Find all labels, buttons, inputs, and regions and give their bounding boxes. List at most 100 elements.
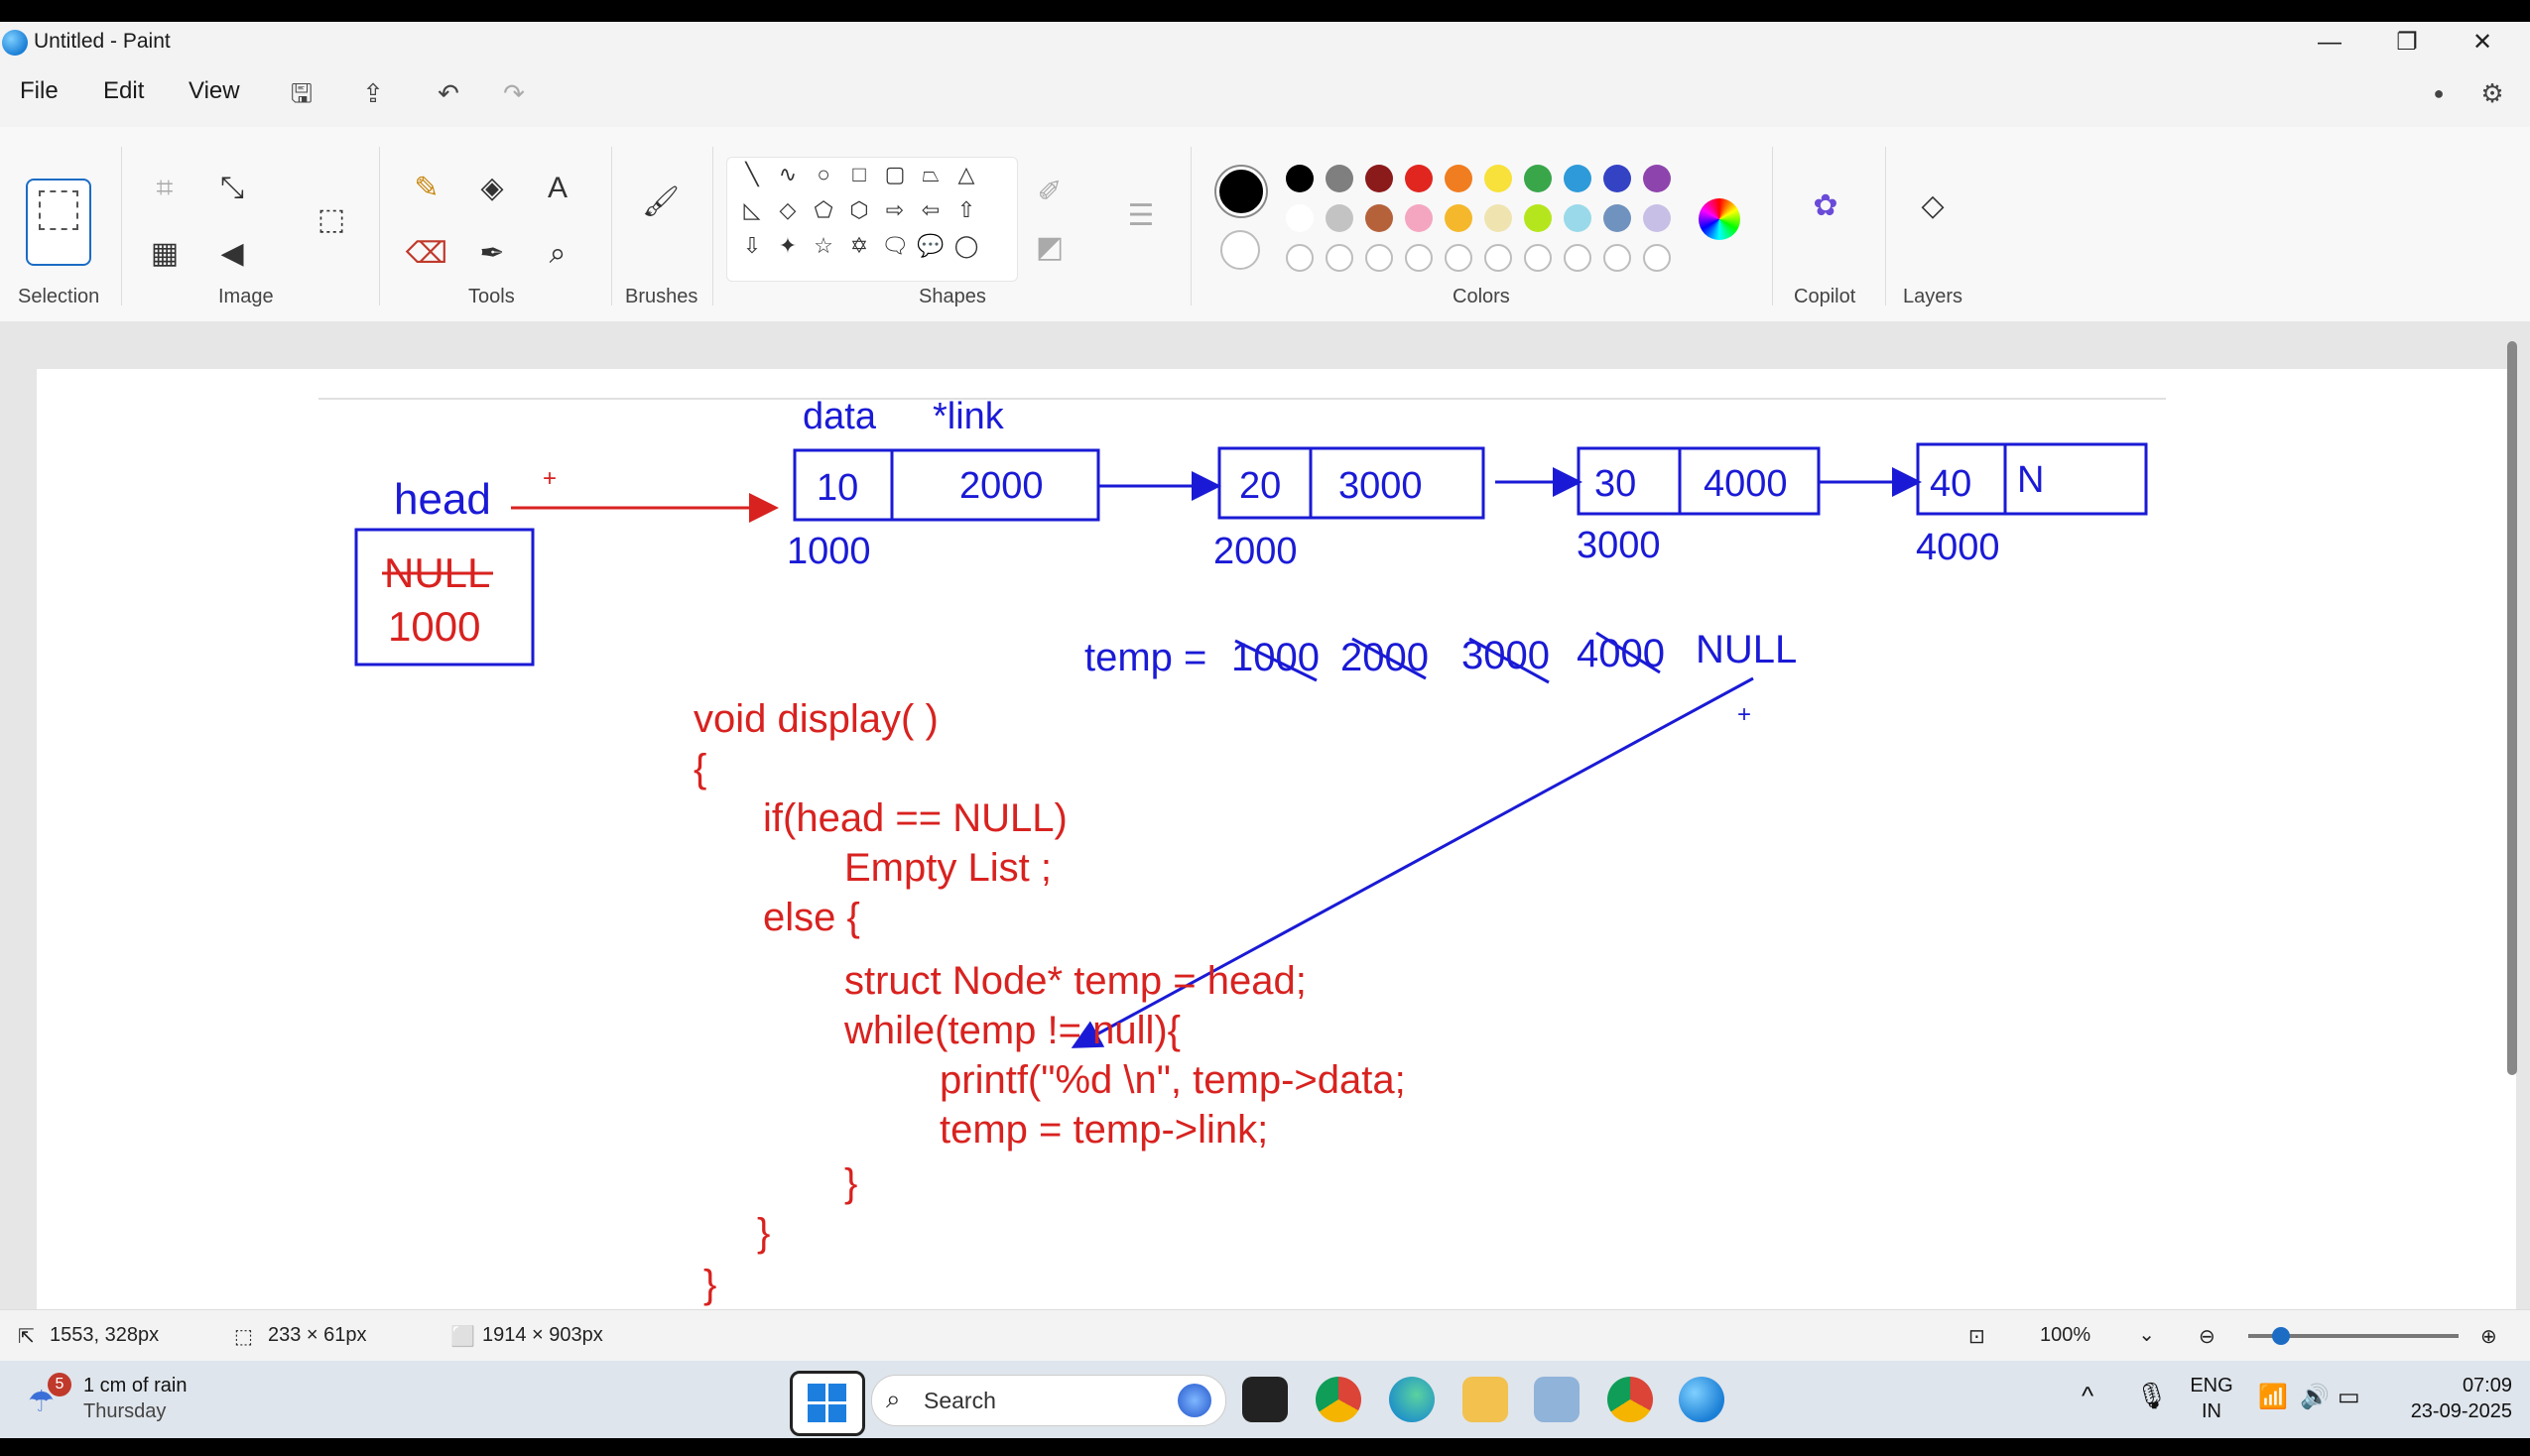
crop-icon[interactable]: ⌗ <box>156 172 174 204</box>
color-swatch[interactable] <box>1643 204 1671 232</box>
color-swatch[interactable] <box>1326 165 1353 192</box>
custom-color-slot[interactable] <box>1286 244 1314 272</box>
rounded-rectangle-shape-icon[interactable]: ▢ <box>884 162 906 186</box>
callout-rect-shape-icon[interactable]: 🗨 <box>881 233 909 258</box>
save-icon[interactable]: 🖫 <box>290 78 314 108</box>
outline-icon[interactable]: ✐ <box>1037 176 1063 208</box>
custom-color-slot[interactable] <box>1326 244 1353 272</box>
drawing-canvas[interactable]: data *link 10 2000 1000 20 3000 2000 <box>37 369 2516 1311</box>
color-swatch[interactable] <box>1524 204 1552 232</box>
line-shape-icon[interactable]: ╲ <box>745 162 759 186</box>
file-explorer-icon[interactable] <box>1462 1377 1508 1422</box>
callout-cloud-shape-icon[interactable]: ◯ <box>953 233 979 258</box>
color-swatch[interactable] <box>1405 204 1433 232</box>
six-point-star-shape-icon[interactable]: ✡ <box>849 233 869 258</box>
custom-color-slot[interactable] <box>1365 244 1393 272</box>
custom-color-slot[interactable] <box>1524 244 1552 272</box>
resize-icon[interactable]: ⤡ <box>220 172 244 204</box>
color-swatch[interactable] <box>1445 204 1472 232</box>
color-swatch[interactable] <box>1484 165 1512 192</box>
custom-color-slot[interactable] <box>1643 244 1671 272</box>
microphone-icon[interactable]: 🎙 <box>2135 1381 2169 1410</box>
weather-text[interactable]: 1 cm of rain <box>83 1375 188 1396</box>
account-icon[interactable]: ● <box>2433 83 2445 103</box>
triangle-shape-icon[interactable]: △ <box>957 162 975 186</box>
fill-icon[interactable]: ◈ <box>480 172 504 204</box>
custom-color-slot[interactable] <box>1445 244 1472 272</box>
magnifier-icon[interactable]: ⌕ <box>549 237 567 270</box>
clock-time[interactable]: 07:09 <box>2462 1375 2512 1396</box>
color-swatch[interactable] <box>1484 204 1512 232</box>
color-swatch[interactable] <box>1286 165 1314 192</box>
custom-color-slot[interactable] <box>1603 244 1631 272</box>
wifi-icon[interactable]: 📶 <box>2258 1384 2288 1410</box>
color-swatch[interactable] <box>1564 165 1591 192</box>
volume-icon[interactable]: 🔊 <box>2300 1384 2330 1410</box>
zoom-slider[interactable] <box>2248 1334 2459 1338</box>
copilot-icon[interactable]: ✿ <box>1813 189 1838 222</box>
custom-color-slot[interactable] <box>1484 244 1512 272</box>
color-swatch[interactable] <box>1603 204 1631 232</box>
text-icon[interactable]: A <box>547 172 568 204</box>
language-bottom[interactable]: IN <box>2202 1400 2221 1422</box>
zoom-in-icon[interactable]: ⊕ <box>2480 1326 2497 1348</box>
pencil-icon[interactable]: ✎ <box>414 172 440 204</box>
curve-shape-icon[interactable]: ∿ <box>778 162 798 186</box>
show-hidden-icons[interactable]: ^ <box>2082 1381 2094 1410</box>
secondary-color-swatch[interactable] <box>1220 230 1260 270</box>
edge-icon[interactable] <box>1389 1377 1435 1422</box>
callout-oval-shape-icon[interactable]: 💬 <box>917 233 945 258</box>
pentagon-shape-icon[interactable]: ⬠ <box>814 197 833 222</box>
layers-icon[interactable]: ◇ <box>1921 189 1945 222</box>
color-swatch[interactable] <box>1603 165 1631 192</box>
menu-edit[interactable]: Edit <box>103 77 145 104</box>
hexagon-shape-icon[interactable]: ⬡ <box>849 197 869 222</box>
right-arrow-shape-icon[interactable]: ⇨ <box>885 197 905 222</box>
task-view-icon[interactable] <box>1242 1377 1288 1422</box>
five-point-star-shape-icon[interactable]: ☆ <box>814 233 833 258</box>
right-triangle-shape-icon[interactable]: ◺ <box>743 197 761 222</box>
diamond-shape-icon[interactable]: ◇ <box>779 197 797 222</box>
fit-to-window-icon[interactable]: ⊡ <box>1968 1326 1985 1348</box>
color-swatch[interactable] <box>1286 204 1314 232</box>
clock-date[interactable]: 23-09-2025 <box>2410 1400 2512 1422</box>
four-point-star-shape-icon[interactable]: ✦ <box>778 233 798 258</box>
color-swatch[interactable] <box>1445 165 1472 192</box>
share-icon[interactable]: ⇪ <box>362 78 384 108</box>
background-remove-icon[interactable]: ▦ <box>150 237 180 270</box>
color-swatch[interactable] <box>1365 204 1393 232</box>
snipping-tool-icon[interactable] <box>1534 1377 1580 1422</box>
color-picker-icon[interactable]: ✒ <box>479 237 505 270</box>
zoom-out-icon[interactable]: ⊖ <box>2199 1326 2215 1348</box>
chrome-icon[interactable] <box>1316 1377 1361 1422</box>
undo-icon[interactable]: ↶ <box>438 78 459 108</box>
image-generate-icon[interactable]: ⬚ <box>316 203 346 236</box>
color-swatch[interactable] <box>1564 204 1591 232</box>
language-top[interactable]: ENG <box>2190 1375 2233 1396</box>
custom-color-slot[interactable] <box>1405 244 1433 272</box>
polygon-shape-icon[interactable]: ⏢ <box>922 162 940 186</box>
selection-tool-button[interactable] <box>26 179 91 266</box>
left-arrow-shape-icon[interactable]: ⇦ <box>921 197 941 222</box>
color-swatch[interactable] <box>1405 165 1433 192</box>
up-arrow-shape-icon[interactable]: ⇧ <box>956 197 976 222</box>
color-swatch[interactable] <box>1326 204 1353 232</box>
battery-icon[interactable]: ▭ <box>2338 1384 2360 1410</box>
restore-button[interactable]: ❐ <box>2396 29 2418 56</box>
oval-shape-icon[interactable]: ○ <box>817 162 830 186</box>
rectangle-shape-icon[interactable]: □ <box>852 162 866 186</box>
rotate-icon[interactable]: ◀ <box>220 237 244 270</box>
brush-icon[interactable]: 🖌 <box>641 185 681 218</box>
color-swatch[interactable] <box>1643 165 1671 192</box>
stroke-size-icon[interactable]: ☰ <box>1127 199 1155 232</box>
color-swatch[interactable] <box>1524 165 1552 192</box>
zoom-slider-thumb[interactable] <box>2272 1327 2290 1345</box>
zoom-dropdown[interactable]: 100% ⌄ <box>2020 1318 2169 1352</box>
taskbar-search[interactable]: ⌕ Search <box>871 1375 1226 1426</box>
minimize-button[interactable]: — <box>2318 29 2341 56</box>
primary-color-swatch[interactable] <box>1216 167 1266 216</box>
start-button[interactable] <box>790 1371 865 1436</box>
paint-taskbar-icon[interactable] <box>1679 1377 1724 1422</box>
close-button[interactable]: ✕ <box>2471 29 2493 56</box>
settings-icon[interactable]: ⚙ <box>2480 78 2504 108</box>
